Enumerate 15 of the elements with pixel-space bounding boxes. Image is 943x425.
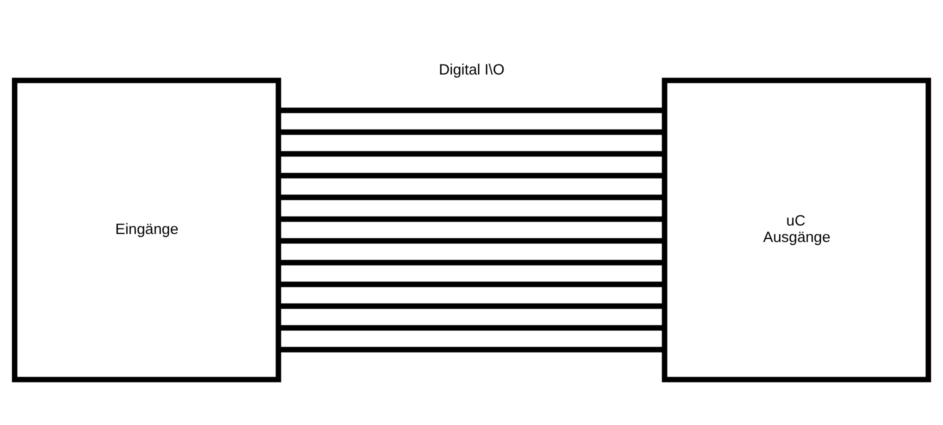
connector xyxy=(278,346,665,352)
connector xyxy=(278,238,665,244)
connector xyxy=(278,150,665,156)
connector xyxy=(278,281,665,287)
connector xyxy=(278,172,665,178)
connector xyxy=(278,302,665,308)
node-box: uC Ausgänge xyxy=(662,77,932,382)
connector xyxy=(278,259,665,265)
connector xyxy=(278,216,665,222)
connector xyxy=(278,324,665,330)
label: Digital I\O xyxy=(438,61,504,78)
node-box: Eingänge xyxy=(12,77,282,382)
connector xyxy=(278,194,665,200)
connector xyxy=(278,128,665,134)
connector xyxy=(278,107,665,113)
